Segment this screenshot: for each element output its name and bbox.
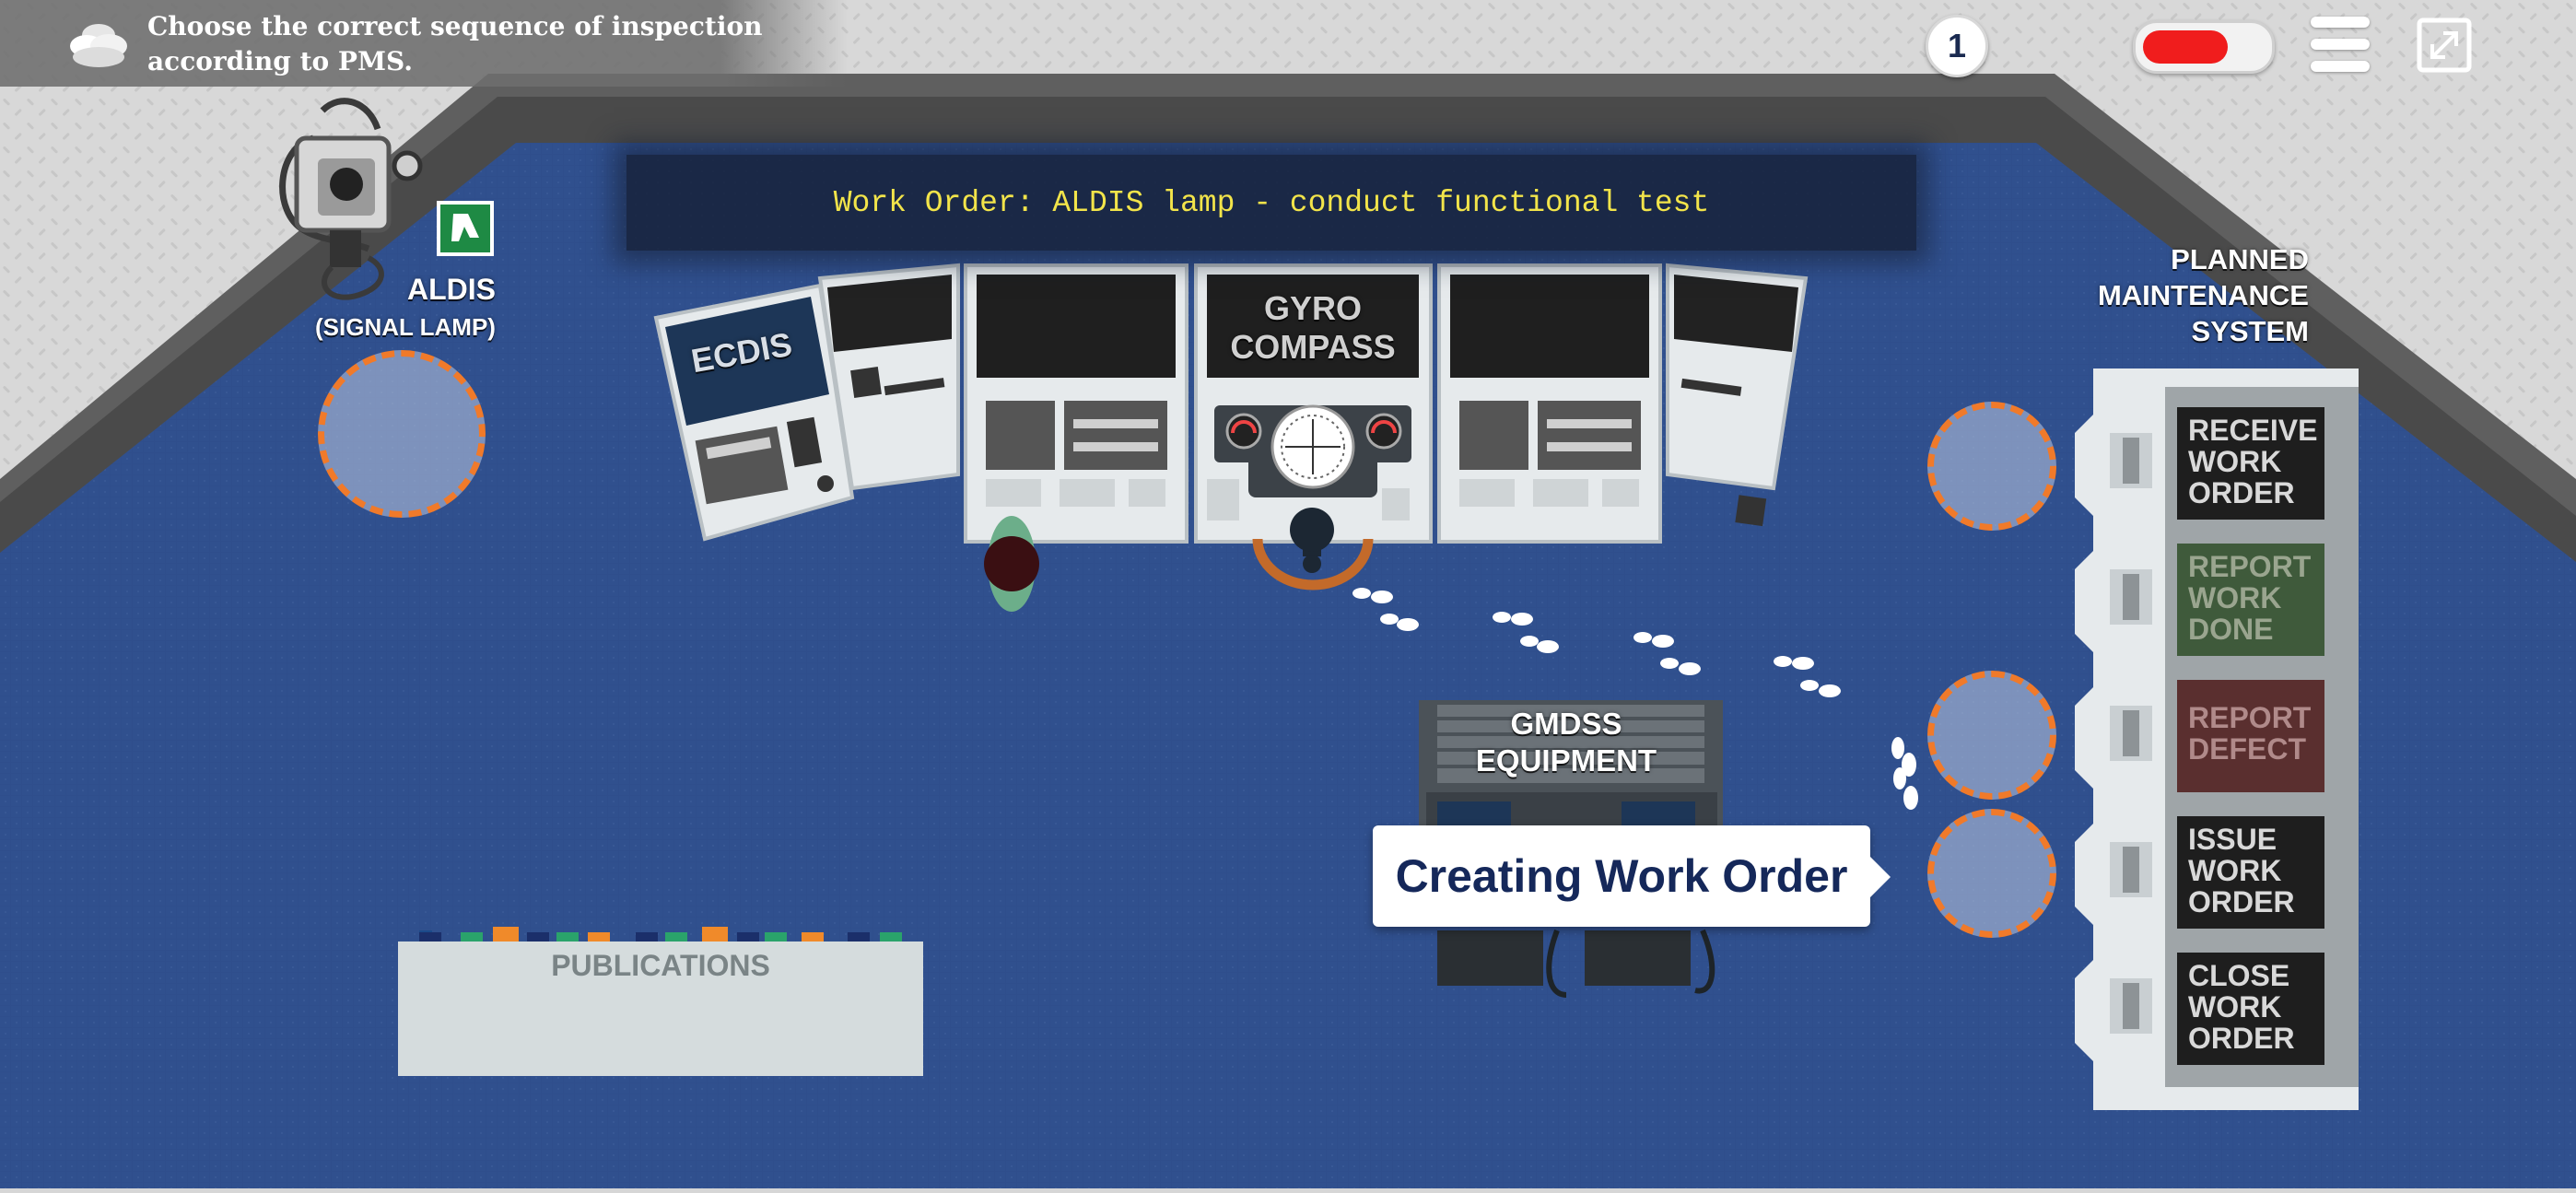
button-line: ORDER xyxy=(2188,885,2295,918)
aldis-lamp-icon xyxy=(279,98,423,300)
button-line: WORK xyxy=(2188,854,2282,887)
action-tooltip: Creating Work Order xyxy=(1373,825,1870,927)
report-work-done-button[interactable]: REPORT WORK DONE xyxy=(2177,544,2324,656)
gyro-compass-console xyxy=(1194,263,1433,544)
work-order-banner: Work Order: ALDIS lamp - conduct functio… xyxy=(626,155,1916,251)
button-line: WORK xyxy=(2188,581,2282,614)
menu-icon-bar-2 xyxy=(2311,39,2370,50)
console-left-2 xyxy=(817,263,960,491)
menu-button[interactable] xyxy=(2311,17,2370,72)
pms-title: PLANNED MAINTENANCE SYSTEM xyxy=(2055,241,2309,349)
console-center-right xyxy=(1437,263,1662,544)
button-line: ISSUE xyxy=(2188,823,2277,856)
close-work-order-button[interactable]: CLOSE WORK ORDER xyxy=(2177,953,2324,1065)
tooltip-arrow xyxy=(1870,857,1891,897)
sound-toggle[interactable] xyxy=(2133,20,2275,74)
instruction-text: Choose the correct sequence of inspectio… xyxy=(147,9,792,79)
menu-icon-bar-3 xyxy=(2311,61,2370,72)
aldis-slot[interactable] xyxy=(318,350,486,518)
button-line: ORDER xyxy=(2188,476,2295,509)
button-line: DONE xyxy=(2188,613,2274,646)
issue-work-order-button[interactable]: ISSUE WORK ORDER xyxy=(2177,816,2324,929)
operator-figure xyxy=(984,516,1039,612)
pms-slot-receive[interactable] xyxy=(1927,402,2056,531)
gmdss-label: GMDSS EQUIPMENT xyxy=(1437,706,1695,779)
compass-dial-icon xyxy=(1270,404,1355,489)
telephone-icon xyxy=(1546,929,1715,998)
publications-label: PUBLICATIONS xyxy=(551,949,770,982)
gmdss-label-line-2: EQUIPMENT xyxy=(1475,743,1657,778)
button-line: CLOSE xyxy=(2188,959,2290,992)
console-right-2 xyxy=(1666,263,1809,527)
instruction-panel: Choose the correct sequence of inspectio… xyxy=(0,0,848,87)
gyro-compass-label: GYRO COMPASS xyxy=(1207,289,1419,367)
console-center-left xyxy=(964,263,1188,544)
publications-shelf xyxy=(398,927,923,1076)
instruction-line-2: according to PMS. xyxy=(147,46,413,76)
emergency-exit-icon xyxy=(437,201,494,256)
fullscreen-icon[interactable] xyxy=(2416,17,2473,74)
button-line: DEFECT xyxy=(2188,732,2306,766)
toggle-knob xyxy=(2143,30,2228,64)
cloud-icon xyxy=(70,24,127,67)
footprints-icon xyxy=(1352,588,1918,810)
button-line: RECEIVE xyxy=(2188,414,2318,447)
ecdis-console xyxy=(653,283,855,542)
button-line: REPORT xyxy=(2188,550,2312,583)
instruction-line-1: Choose the correct sequence of inspectio… xyxy=(147,11,763,41)
button-line: WORK xyxy=(2188,445,2282,478)
gyro-label-line-2: COMPASS xyxy=(1230,328,1396,366)
menu-icon-bar-1 xyxy=(2311,17,2370,28)
pms-title-line-3: SYSTEM xyxy=(2191,315,2309,347)
pms-slot-report-defect[interactable] xyxy=(1927,671,2056,800)
report-defect-button[interactable]: REPORT DEFECT xyxy=(2177,680,2324,792)
pms-slot-issue[interactable] xyxy=(1927,809,2056,938)
steering-wheel-icon xyxy=(1252,508,1374,591)
gyro-label-line-1: GYRO xyxy=(1263,289,1362,327)
button-line: WORK xyxy=(2188,990,2282,1023)
aldis-label: ALDIS xyxy=(407,273,496,306)
pms-title-line-1: PLANNED xyxy=(2171,243,2309,275)
aldis-sub-label: (SIGNAL LAMP) xyxy=(315,313,496,341)
gmdss-label-line-1: GMDSS xyxy=(1510,707,1622,741)
button-line: ORDER xyxy=(2188,1022,2295,1055)
step-counter: 1 xyxy=(1926,15,1988,77)
button-line: REPORT xyxy=(2188,701,2312,734)
receive-work-order-button[interactable]: RECEIVE WORK ORDER xyxy=(2177,407,2324,520)
pms-title-line-2: MAINTENANCE xyxy=(2097,279,2309,311)
